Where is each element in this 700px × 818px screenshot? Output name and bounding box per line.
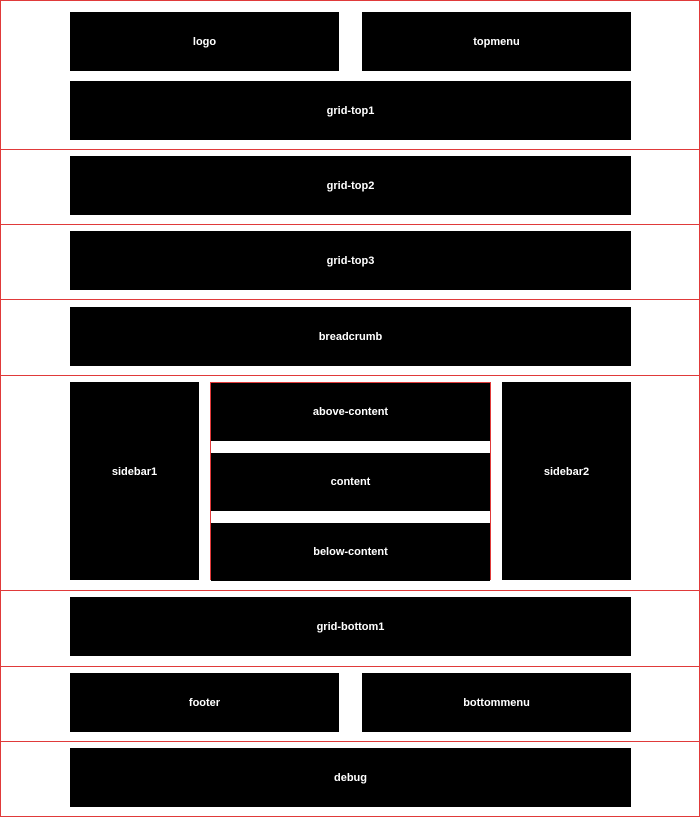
content-block: content (211, 453, 490, 511)
content-column: above-content content below-content (210, 382, 491, 581)
logo-block: logo (70, 12, 339, 71)
main-row: sidebar1 above-content content below-con… (0, 376, 700, 591)
above-content-block: above-content (211, 383, 490, 441)
grid-top1-block: grid-top1 (70, 81, 631, 140)
debug-block: debug (70, 748, 631, 807)
grid-top1-row: grid-top1 (0, 75, 700, 150)
sidebar1-block: sidebar1 (70, 382, 199, 580)
debug-row: debug (0, 742, 700, 817)
breadcrumb-row: breadcrumb (0, 300, 700, 376)
below-content-block: below-content (211, 523, 490, 581)
grid-top3-row: grid-top3 (0, 225, 700, 300)
grid-top2-block: grid-top2 (70, 156, 631, 215)
grid-bottom1-row: grid-bottom1 (0, 591, 700, 667)
bottommenu-block: bottommenu (362, 673, 631, 732)
breadcrumb-block: breadcrumb (70, 307, 631, 366)
grid-top2-row: grid-top2 (0, 150, 700, 225)
grid-bottom1-block: grid-bottom1 (70, 597, 631, 656)
sidebar2-block: sidebar2 (502, 382, 631, 580)
footer-block: footer (70, 673, 339, 732)
header-row: logo topmenu (0, 0, 700, 76)
footer-row: footer bottommenu (0, 667, 700, 742)
grid-top3-block: grid-top3 (70, 231, 631, 290)
topmenu-block: topmenu (362, 12, 631, 71)
